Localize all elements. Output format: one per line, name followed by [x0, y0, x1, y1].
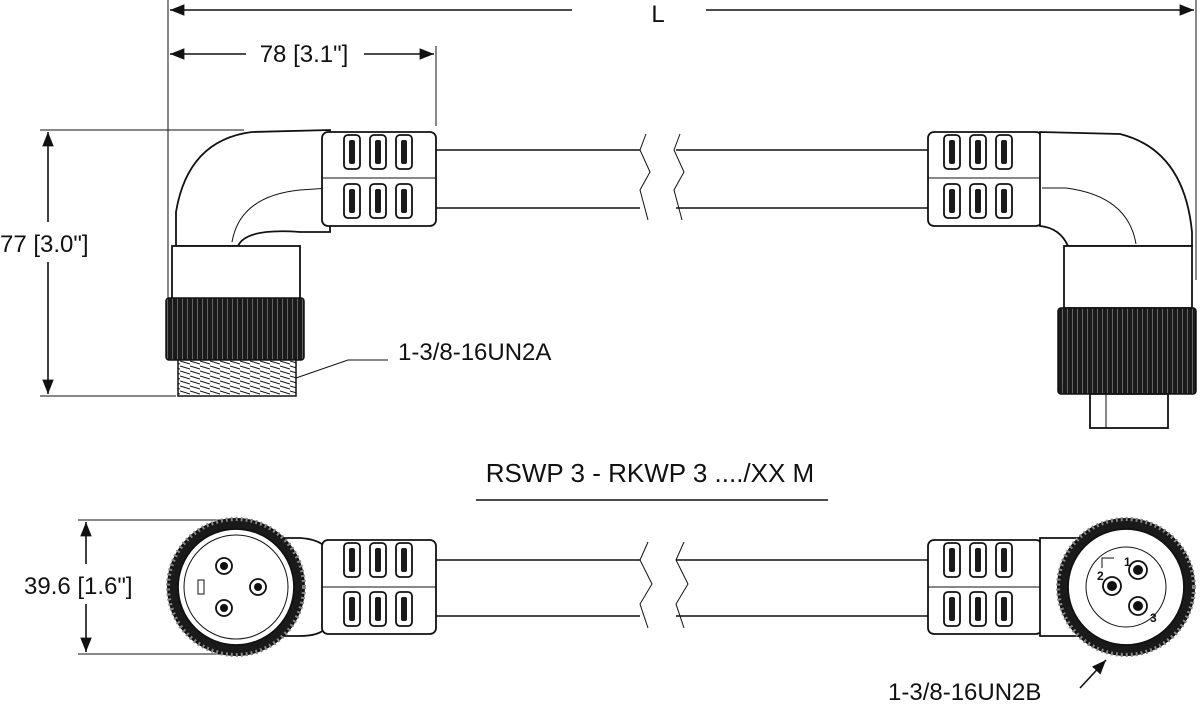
- male-thread-callout: 1-3/8-16UN2A: [295, 339, 551, 379]
- height-dimension: 77 [3.0"]: [0, 129, 244, 397]
- height-label: 77 [3.0"]: [0, 231, 89, 258]
- cable-top-view: [436, 133, 928, 221]
- male-right-angle-connector: [165, 129, 437, 397]
- cable-bottom-view: [436, 541, 928, 629]
- overall-length-dimension: L: [167, 0, 1197, 300]
- female-right-angle-connector: [927, 131, 1197, 429]
- pin-label-2: 2: [1097, 569, 1104, 583]
- female-thread-callout: 1-3/8-16UN2B: [888, 659, 1107, 706]
- male-connector-face: [166, 517, 437, 657]
- male-thread-label: 1-3/8-16UN2A: [398, 339, 551, 366]
- bend-length-dimension: 78 [3.1"]: [170, 41, 437, 126]
- female-connector-face: 1 2 3: [927, 517, 1196, 657]
- diameter-dimension: 39.6 [1.6"]: [24, 519, 236, 655]
- female-thread-label: 1-3/8-16UN2B: [888, 679, 1041, 706]
- bend-length-label: 78 [3.1"]: [260, 41, 349, 68]
- pin-label-3: 3: [1150, 611, 1157, 625]
- pin-label-1: 1: [1124, 555, 1131, 569]
- part-number: RSWP 3 - RKWP 3 ..../XX M: [486, 458, 814, 488]
- diameter-label: 39.6 [1.6"]: [24, 573, 133, 600]
- length-label: L: [651, 1, 664, 28]
